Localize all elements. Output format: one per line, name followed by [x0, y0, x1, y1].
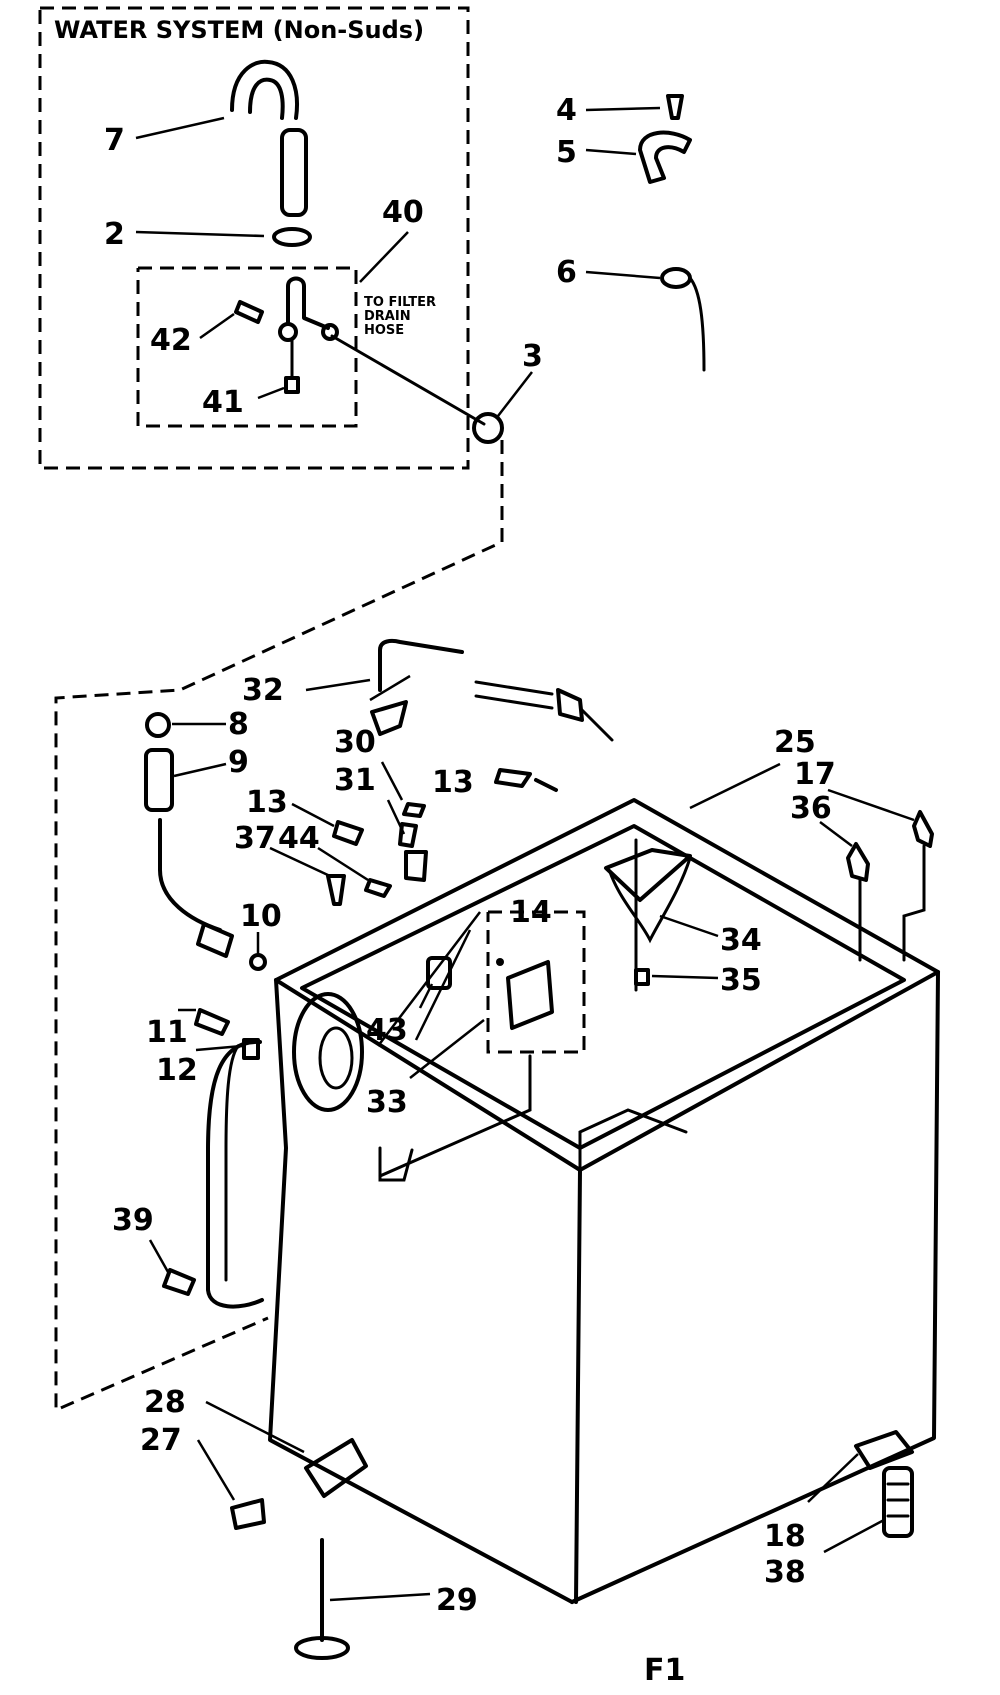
- inset-title: WATER SYSTEM (Non-Suds): [54, 16, 424, 44]
- callout-6: 6: [556, 255, 577, 290]
- callout-35: 35: [720, 963, 762, 998]
- callout-42: 42: [150, 323, 192, 358]
- callout-34: 34: [720, 923, 762, 958]
- inlet-hoses-group: [144, 639, 614, 971]
- callout-28: 28: [144, 1385, 186, 1420]
- callout-5: 5: [556, 135, 577, 170]
- leader-lines: [135, 106, 915, 1602]
- part-30: [402, 802, 426, 818]
- bracket-part-32: [370, 700, 408, 736]
- nut-part-35: [634, 968, 650, 986]
- part-17: [912, 810, 934, 848]
- callout-43: 43: [366, 1013, 408, 1048]
- hose-segment: [280, 128, 308, 217]
- clamp-part-2: [272, 227, 312, 247]
- assembly-outline: [54, 440, 504, 1413]
- callout-32: 32: [242, 673, 284, 708]
- callout-10: 10: [240, 899, 282, 934]
- part-43: [426, 956, 452, 990]
- tee-fitting-part-40: [286, 276, 330, 330]
- part-36: [846, 842, 870, 882]
- clip-part-10: [249, 953, 267, 971]
- callout-12: 12: [156, 1053, 198, 1088]
- coupling-part-9: [144, 748, 174, 812]
- hose-part-7: [230, 59, 299, 120]
- switch-part-14: [506, 960, 554, 1030]
- clip-part-12: [242, 1038, 260, 1060]
- clamp-part-5: [638, 130, 692, 184]
- callout-38: 38: [764, 1555, 806, 1590]
- callout-labels: 7 2 40 42 41 3 4 5 6 32 8 9 30 31 13 13 …: [104, 93, 836, 1688]
- callout-44: 44: [278, 821, 320, 856]
- callout-4: 4: [556, 93, 577, 128]
- washer-part-8: [145, 712, 171, 738]
- callout-14: 14: [510, 895, 552, 930]
- ring-part-6: [660, 267, 692, 289]
- callout-8: 8: [228, 707, 249, 742]
- callout-27: 27: [140, 1423, 182, 1458]
- callout-30: 30: [334, 725, 376, 760]
- callout-41: 41: [202, 385, 244, 420]
- callout-13-lower: 13: [246, 785, 288, 820]
- cap-part-41: [284, 376, 300, 394]
- clip-part-39: [162, 1268, 196, 1296]
- screw-part-13a: [494, 768, 532, 788]
- callout-39: 39: [112, 1203, 154, 1238]
- callout-3: 3: [522, 339, 543, 374]
- callout-40: 40: [382, 195, 424, 230]
- hose-part-7-inner: [248, 77, 285, 120]
- part-31-body: [404, 850, 428, 882]
- callout-36: 36: [790, 791, 832, 826]
- pump-opening: [292, 992, 364, 1112]
- bracket-part-28: [304, 1438, 368, 1498]
- callout-17: 17: [794, 757, 836, 792]
- clip-part-11: [194, 1008, 230, 1036]
- screw-part-13b: [332, 820, 364, 846]
- callout-18: 18: [764, 1519, 806, 1554]
- callout-37: 37: [234, 821, 276, 856]
- hose-part-32: [378, 639, 464, 692]
- coupling-lower: [196, 922, 234, 958]
- bracket-part-34: [604, 848, 692, 902]
- hose-clamp-group: [638, 94, 706, 372]
- bracket-part-18: [854, 1430, 914, 1470]
- callout-9: 9: [228, 745, 249, 780]
- fitting-part-3: [472, 412, 504, 444]
- water-system-inset: WATER SYSTEM (Non-Suds) TO FILTER DRAIN …: [38, 6, 504, 470]
- hose-part-12: [206, 1039, 264, 1309]
- figure-label: F1: [644, 1653, 685, 1688]
- foot-part-27: [230, 1498, 266, 1530]
- callout-13-upper: 13: [432, 765, 474, 800]
- plug-part-42: [234, 300, 264, 324]
- callout-25: 25: [774, 725, 816, 760]
- hose-part-9: [158, 818, 222, 932]
- callout-11: 11: [146, 1015, 188, 1050]
- screw-part-37: [326, 874, 346, 906]
- callout-31: 31: [334, 763, 376, 798]
- callout-7: 7: [104, 123, 125, 158]
- part-31: [398, 822, 418, 848]
- callout-2: 2: [104, 217, 125, 252]
- screw-part-44: [364, 878, 392, 898]
- callout-33: 33: [366, 1085, 408, 1120]
- callout-29: 29: [436, 1583, 478, 1618]
- nozzle-part: [556, 688, 584, 722]
- foot-part-38: [882, 1466, 914, 1538]
- cabinet-part-25: [162, 798, 940, 1660]
- note-line-1: TO FILTER: [364, 295, 436, 310]
- note-line-2: DRAIN: [364, 309, 411, 324]
- note-line-3: HOSE: [364, 323, 404, 338]
- screw-part-4: [666, 94, 684, 120]
